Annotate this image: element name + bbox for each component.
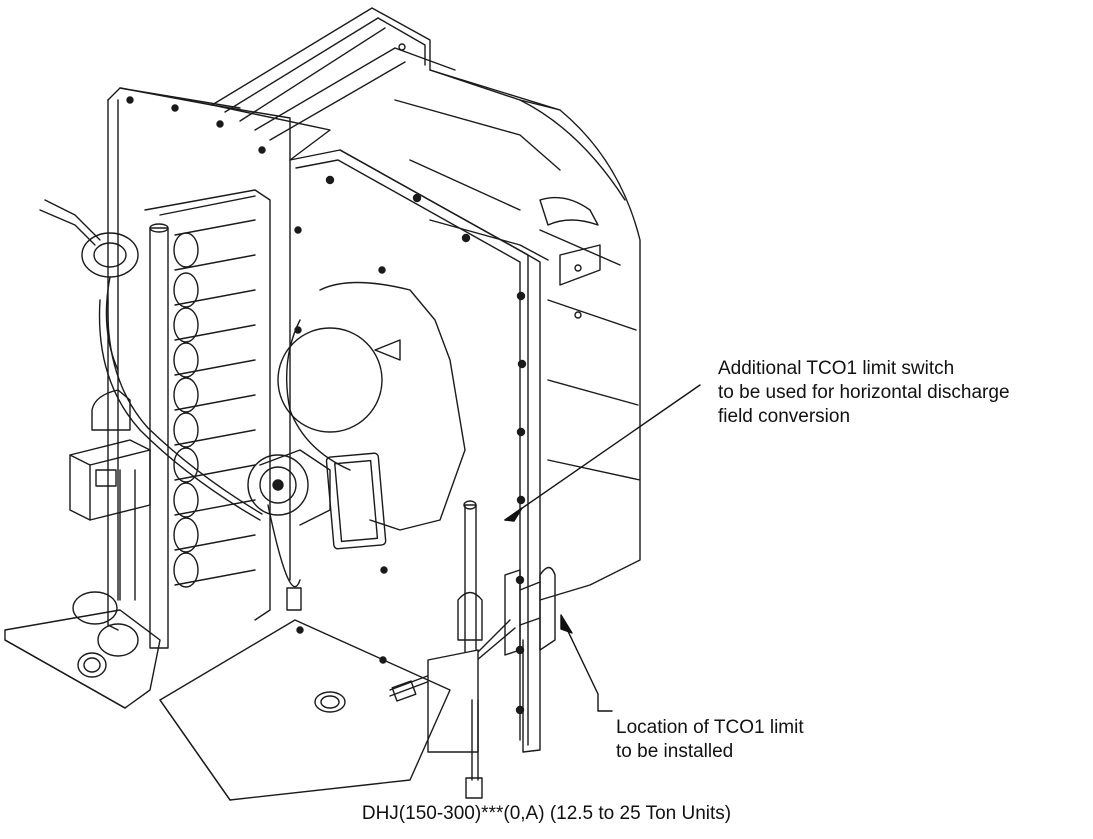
gas-valve: [69, 439, 151, 521]
callout-leaders: [504, 384, 701, 712]
left-frame: [107, 87, 331, 631]
callout-additional-tco1: Additional TCO1 limit switch to be used …: [718, 357, 1010, 429]
leader-tco1-location: [564, 624, 613, 712]
callout-tco1-location-line-2: to be installed: [616, 741, 734, 762]
callout-additional-tco1-line-2: to be used for horizontal discharge: [718, 382, 1010, 403]
inducer-blower: [247, 281, 466, 611]
figure-caption-text: DHJ(150-300)***(0,A) (12.5 to 25 Ton Uni…: [361, 803, 732, 824]
callout-additional-tco1-line-1: Additional TCO1 limit switch: [718, 358, 955, 379]
tco1-limit-switch: [389, 500, 556, 799]
callout-additional-tco1-line-3: field conversion: [718, 406, 851, 427]
leader-additional-tco1: [504, 384, 701, 521]
wiring-harness: [98, 299, 263, 521]
callout-tco1-location: Location of TCO1 limit to be installed: [616, 716, 804, 764]
drain-pans: [4, 609, 451, 801]
callout-tco1-location-line-1: Location of TCO1 limit: [616, 717, 804, 738]
vestibule-panel: [289, 149, 541, 753]
figure-caption: DHJ(150-300)***(0,A) (12.5 to 25 Ton Uni…: [0, 802, 1093, 826]
burner-tubes: [173, 219, 256, 588]
rear-cabinet: [211, 7, 641, 601]
pressure-switch: [39, 199, 139, 371]
